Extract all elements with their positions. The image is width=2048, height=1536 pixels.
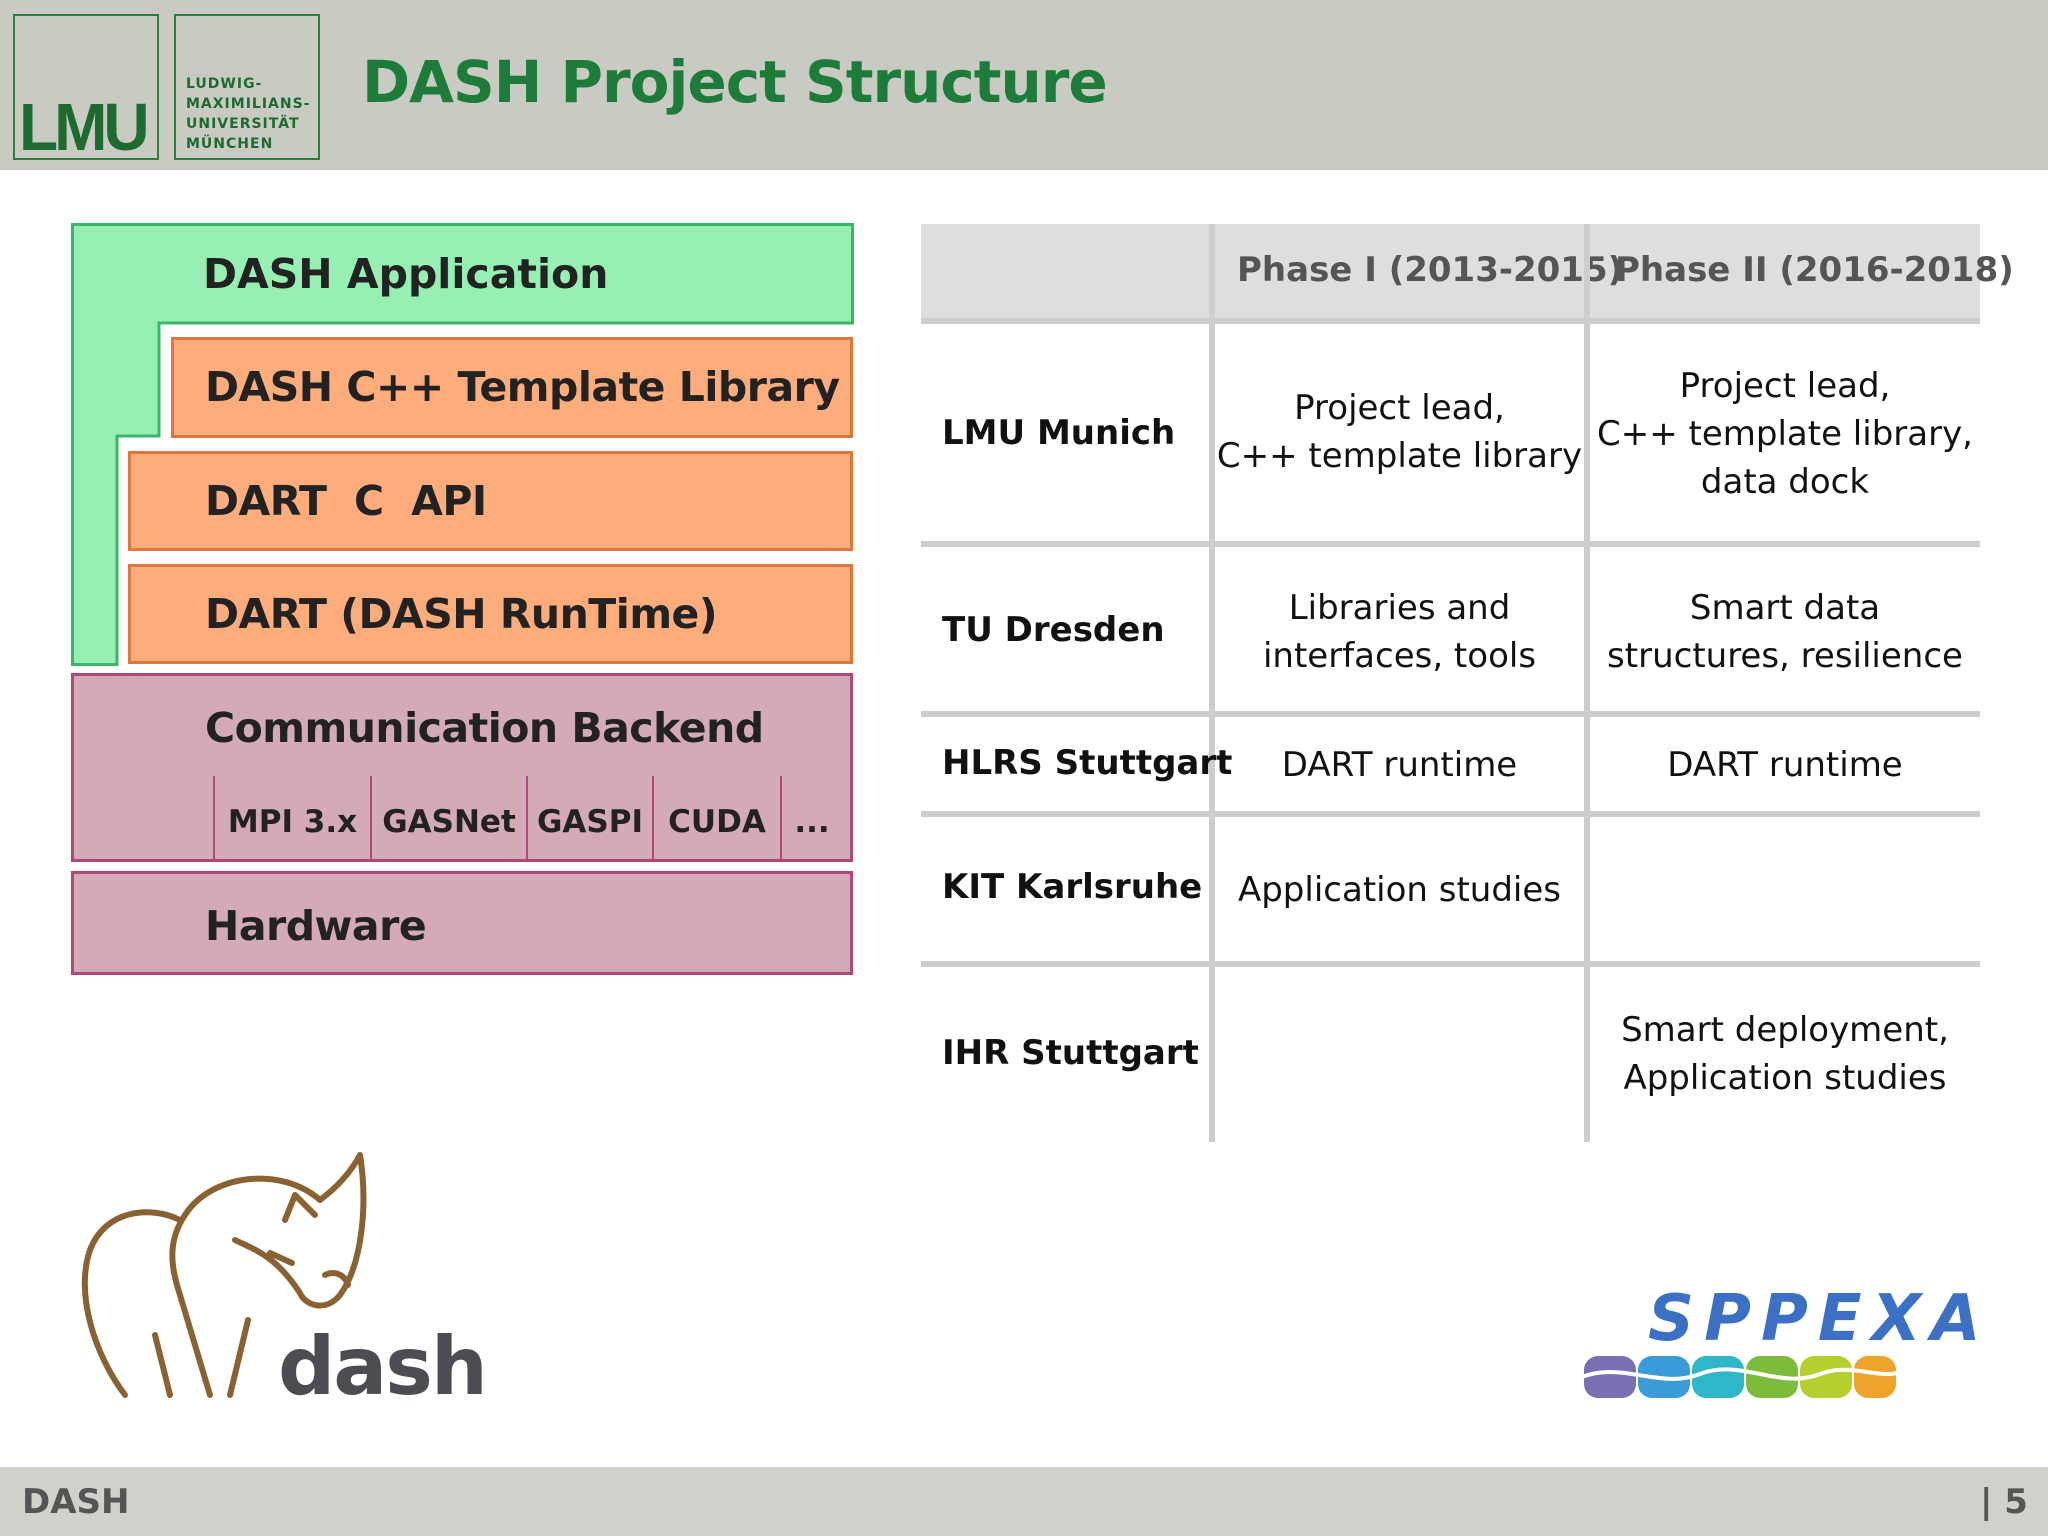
dart-runtime-layer: DART (DASH RunTime) [128, 564, 853, 664]
header-bar [0, 0, 2048, 170]
backend-gasnet: GASNet [370, 776, 526, 860]
lmu-logo-text: LMU [19, 89, 150, 165]
dart-c-api-layer: DART C API [128, 451, 853, 551]
table-divider [921, 711, 1980, 717]
lmu-wordmark: LUDWIG- MAXIMILIANS- UNIVERSITÄT MÜNCHEN [174, 14, 320, 160]
template-library-label: DASH C++ Template Library [205, 363, 840, 411]
column-header-phase-2: Phase II (2016-2018) [1615, 250, 2014, 290]
backend-more: ... [780, 776, 842, 860]
lmu-logo: LMU [13, 14, 159, 165]
table-cell: DART runtime [1667, 745, 1903, 785]
communication-backend-layer: Communication Backend [71, 673, 853, 862]
lmu-wordmark-text: LUDWIG- MAXIMILIANS- UNIVERSITÄT MÜNCHEN [186, 76, 311, 152]
sppexa-wave-icon [1580, 1356, 1900, 1398]
application-layer-label: DASH Application [203, 250, 609, 298]
table-column-divider [1584, 224, 1590, 1142]
template-library-layer: DASH C++ Template Library [171, 337, 853, 438]
backend-cuda: CUDA [652, 776, 780, 860]
table-cell: Smart deployment,Application studies [1621, 1010, 1949, 1098]
hardware-layer: Hardware [71, 871, 853, 975]
table-divider [921, 318, 1980, 324]
page-number: | 5 [1980, 1482, 2028, 1522]
page-title: DASH Project Structure [362, 48, 1108, 116]
table-divider [921, 961, 1980, 967]
table-cell: Application studies [1237, 870, 1562, 910]
table-column-divider [1209, 224, 1215, 1142]
table-row-org: LMU Munich [942, 413, 1176, 453]
dash-logo-text: dash [278, 1320, 488, 1413]
table-divider [921, 811, 1980, 817]
table-row-org: KIT Karlsruhe [942, 867, 1203, 907]
table-row-org: IHR Stuttgart [942, 1033, 1199, 1073]
backend-gaspi: GASPI [526, 776, 652, 860]
table-divider [921, 541, 1980, 547]
hardware-label: Hardware [205, 902, 427, 950]
rhino-icon [81, 1152, 367, 1398]
column-header-phase-1: Phase I (2013-2015) [1237, 250, 1624, 290]
table-cell: Project lead,C++ template library,data d… [1596, 366, 1973, 502]
table-row-org: TU Dresden [942, 610, 1165, 650]
table-cell: DART runtime [1281, 745, 1518, 785]
table-cell: Project lead,C++ template library [1216, 388, 1583, 476]
dart-c-api-label: DART C API [205, 477, 487, 525]
footer-label: DASH [22, 1482, 130, 1522]
application-layer-shape [71, 223, 854, 666]
dart-runtime-label: DART (DASH RunTime) [205, 590, 718, 638]
backend-mpi: MPI 3.x [213, 776, 370, 860]
footer-bar [0, 1467, 2048, 1536]
table-header-row [921, 224, 1980, 320]
communication-backend-label: Communication Backend [205, 704, 764, 752]
table-row-org: HLRS Stuttgart [942, 743, 1233, 783]
sppexa-logo-text: SPPEXA [1648, 1282, 1991, 1356]
